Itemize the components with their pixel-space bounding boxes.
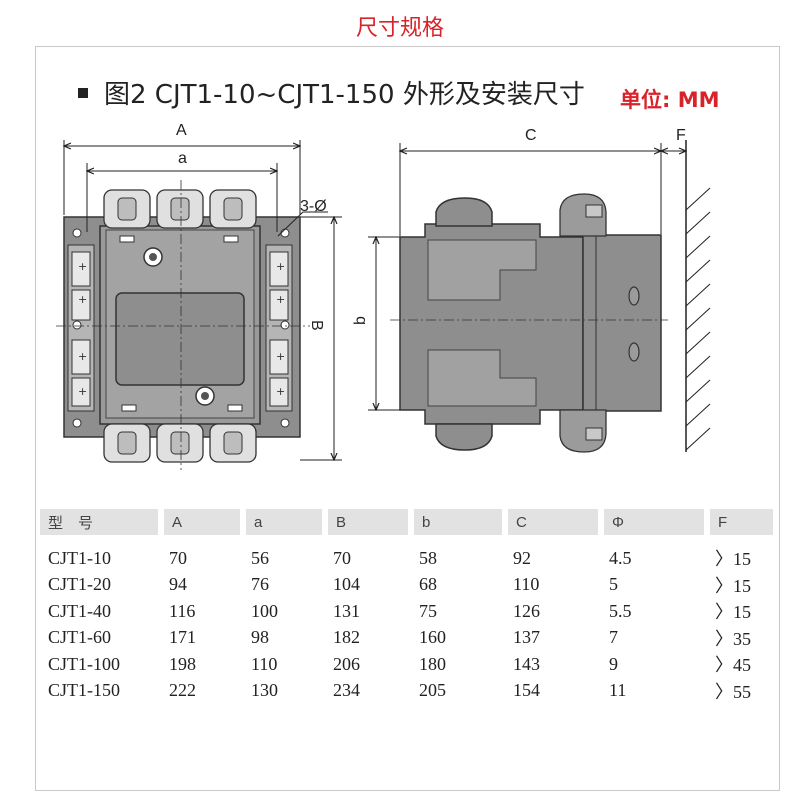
- table-row: CJT1-150 222 130 234 205 154 11 〉55: [40, 678, 773, 705]
- cell-B: 182: [333, 627, 360, 648]
- cell-phi: 5.5: [609, 600, 632, 621]
- dim-label-F: F: [676, 127, 686, 144]
- cell-C: 137: [513, 627, 540, 648]
- table-header-B: B: [325, 509, 414, 535]
- cell-model: CJT1-10: [48, 547, 111, 568]
- cell-C: 126: [513, 600, 540, 621]
- table-header-a: a: [243, 509, 328, 535]
- cell-model: CJT1-40: [48, 600, 111, 621]
- cell-model: CJT1-20: [48, 574, 111, 595]
- dim-label-hole: 3-Ø: [300, 198, 327, 215]
- cell-b: 160: [419, 627, 446, 648]
- cell-a: 98: [251, 627, 269, 648]
- cell-model: CJT1-60: [48, 627, 111, 648]
- bullet-square-icon: [78, 87, 88, 98]
- cell-F: 〉35: [715, 628, 751, 649]
- cell-B: 104: [333, 574, 360, 595]
- table-row: CJT1-100 198 110 206 180 143 9 〉45: [40, 651, 773, 678]
- figure-caption: 图2 CJT1-10~CJT1-150 外形及安装尺寸: [78, 74, 585, 111]
- svg-text:+: +: [276, 293, 285, 306]
- cell-A: 222: [169, 680, 196, 701]
- cell-A: 198: [169, 653, 196, 674]
- table-row: CJT1-60 171 98 182 160 137 7 〉35: [40, 625, 773, 652]
- cell-C: 110: [513, 574, 540, 595]
- cell-phi: 9: [609, 653, 618, 674]
- table-header-phi: Φ: [601, 509, 710, 535]
- table-header-row: 型 号 A a B b C Φ F: [40, 509, 773, 535]
- cell-b: 68: [419, 574, 437, 595]
- front-dimensions: [64, 140, 342, 460]
- spec-table: 型 号 A a B b C Φ F CJT1-10 70 56 70 58 92…: [40, 509, 773, 704]
- figure-caption-text: 图2 CJT1-10~CJT1-150 外形及安装尺寸: [104, 80, 585, 110]
- svg-text:+: +: [78, 385, 87, 398]
- dim-label-b: b: [352, 316, 369, 325]
- cell-phi: 11: [609, 680, 627, 701]
- cell-F: 〉45: [715, 655, 751, 676]
- cell-A: 70: [169, 547, 187, 568]
- cell-a: 76: [251, 574, 269, 595]
- cell-F: 〉55: [715, 681, 751, 702]
- svg-text:+: +: [78, 350, 87, 363]
- dim-label-A: A: [176, 122, 187, 139]
- svg-text:+: +: [276, 350, 285, 363]
- cell-b: 180: [419, 653, 446, 674]
- unit-label: 单位: MM: [620, 88, 720, 112]
- cell-B: 131: [333, 600, 360, 621]
- cell-b: 75: [419, 600, 437, 621]
- table-header-F: F: [707, 509, 773, 535]
- front-view: + + + + + + + +: [56, 180, 310, 470]
- cell-A: 116: [169, 600, 196, 621]
- table-header-C: C: [505, 509, 604, 535]
- svg-text:+: +: [78, 293, 87, 306]
- cell-C: 154: [513, 680, 540, 701]
- cell-a: 130: [251, 680, 278, 701]
- side-base: [582, 234, 662, 412]
- cell-A: 94: [169, 574, 187, 595]
- cell-F: 〉15: [715, 602, 751, 623]
- page-title: 尺寸规格: [355, 16, 444, 41]
- cell-A: 171: [169, 627, 196, 648]
- svg-text:+: +: [276, 385, 285, 398]
- cell-F: 〉15: [715, 549, 751, 570]
- cell-C: 143: [513, 653, 540, 674]
- dim-label-a: a: [178, 150, 187, 167]
- cell-a: 56: [251, 547, 269, 568]
- cell-phi: 4.5: [609, 547, 632, 568]
- table-header-A: A: [161, 509, 246, 535]
- table-header-b: b: [411, 509, 508, 535]
- cell-a: 100: [251, 600, 278, 621]
- table-row: CJT1-40 116 100 131 75 126 5.5 〉15: [40, 598, 773, 625]
- cell-C: 92: [513, 547, 531, 568]
- cell-model: CJT1-100: [48, 653, 120, 674]
- dim-label-C: C: [525, 127, 537, 144]
- table-header-model: 型 号: [40, 509, 164, 535]
- cell-b: 205: [419, 680, 446, 701]
- cell-B: 206: [333, 653, 360, 674]
- cell-a: 110: [251, 653, 278, 674]
- svg-text:+: +: [78, 260, 87, 273]
- cell-b: 58: [419, 547, 437, 568]
- svg-text:+: +: [276, 260, 285, 273]
- cell-B: 234: [333, 680, 360, 701]
- table-row: CJT1-10 70 56 70 58 92 4.5 〉15: [40, 535, 773, 572]
- table-row: CJT1-20 94 76 104 68 110 5 〉15: [40, 572, 773, 599]
- cell-phi: 7: [609, 627, 618, 648]
- side-view: [390, 140, 711, 453]
- content-frame: [35, 46, 780, 791]
- side-dimensions: [368, 143, 686, 410]
- cell-model: CJT1-150: [48, 680, 120, 701]
- cell-B: 70: [333, 547, 351, 568]
- cell-phi: 5: [609, 574, 618, 595]
- cell-F: 〉15: [715, 575, 751, 596]
- front-window: [115, 292, 245, 386]
- dim-label-B: B: [308, 320, 325, 331]
